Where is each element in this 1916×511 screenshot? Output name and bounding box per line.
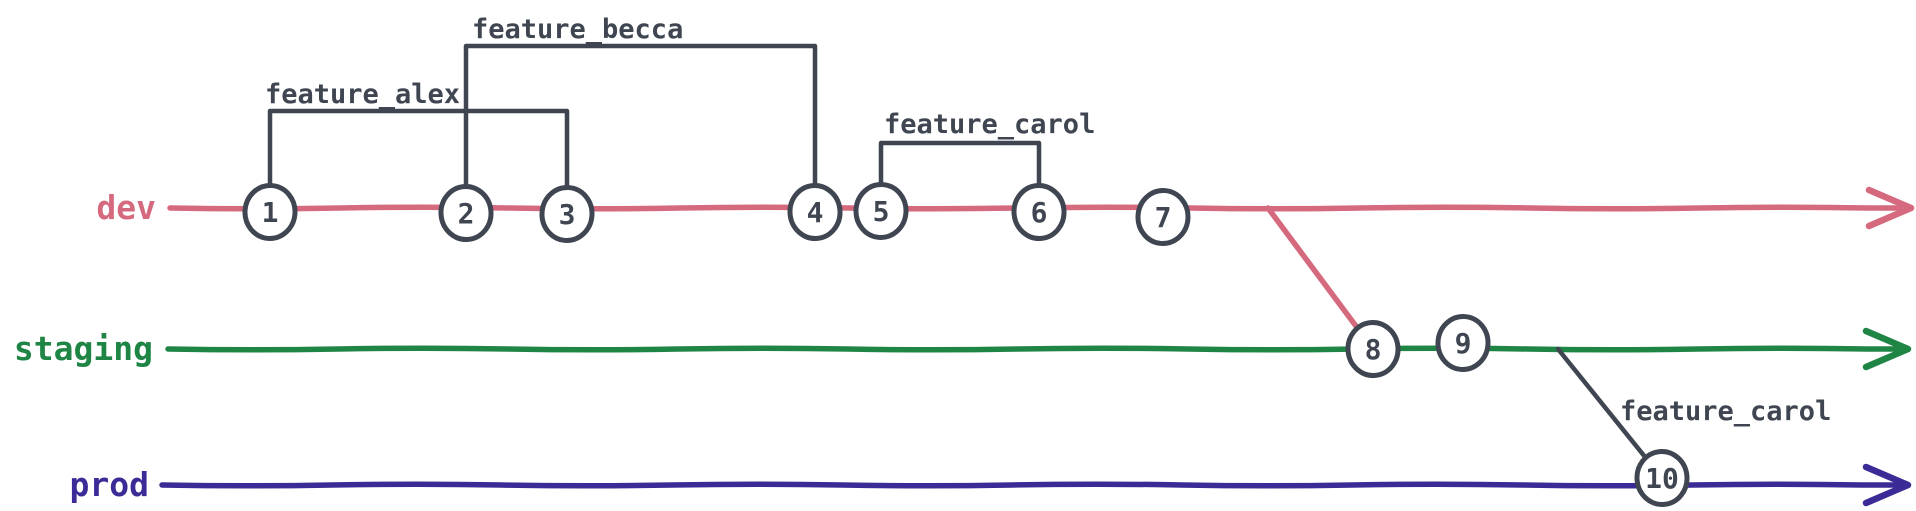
- branch-line-prod: [159, 481, 1901, 489]
- feature-branch-label-feature_alex: feature_alex: [265, 79, 460, 110]
- commit-node-4: [787, 183, 843, 241]
- commit-node-5: [853, 182, 909, 240]
- merge-line-dev-to-8: [1265, 205, 1360, 330]
- branch-line-staging: [165, 345, 1901, 353]
- commit-number-7: 7: [1155, 201, 1172, 234]
- branch-arrowhead-icon-dev: [1865, 186, 1915, 230]
- commit-node-6: [1011, 183, 1067, 241]
- commit-number-5: 5: [873, 195, 890, 228]
- commit-node-3: [539, 185, 595, 243]
- commit-node-1: [242, 183, 298, 241]
- commit-node-7: [1135, 188, 1191, 246]
- commit-node-9: [1435, 314, 1491, 372]
- branch-arrowhead-icon-prod: [1862, 463, 1912, 507]
- commit-node-2: [438, 184, 494, 242]
- feature-branch-bracket-feature_becca: [463, 43, 818, 195]
- commit-node-8: [1345, 320, 1401, 378]
- feature-branch-label-feature_carol: feature_carol: [884, 109, 1095, 140]
- feature-branch-bracket-feature_carol: [878, 140, 1042, 194]
- commit-number-10: 10: [1645, 462, 1679, 495]
- commit-number-3: 3: [559, 198, 576, 231]
- commit-number-8: 8: [1365, 333, 1382, 366]
- commit-number-6: 6: [1031, 196, 1048, 229]
- feature-branch-label-feature_becca: feature_becca: [472, 14, 683, 45]
- commit-number-9: 9: [1455, 327, 1472, 360]
- commit-number-4: 4: [807, 196, 824, 229]
- branch-arrowhead-icon-staging: [1862, 327, 1912, 371]
- branch-label-prod: prod: [70, 465, 149, 504]
- feature-branch-label-feature_carol-merge: feature_carol: [1620, 396, 1831, 427]
- commit-number-1: 1: [262, 196, 279, 229]
- feature-branch-bracket-feature_alex: [267, 108, 570, 196]
- commit-number-2: 2: [458, 197, 475, 230]
- branch-label-staging: staging: [14, 329, 153, 368]
- merge-line-staging-to-10: [1555, 346, 1647, 459]
- commit-node-10: [1634, 449, 1690, 507]
- branch-label-dev: dev: [96, 188, 156, 227]
